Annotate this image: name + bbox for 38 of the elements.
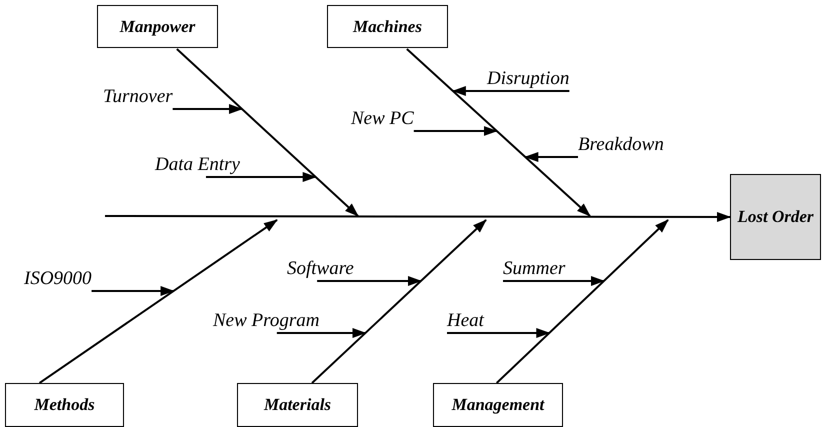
arrow [496, 219, 669, 384]
category-label: Machines [353, 16, 422, 36]
arrow [317, 276, 422, 286]
category-label: Management [452, 395, 544, 415]
effect-label: Lost Order [737, 207, 814, 227]
category-box [237, 383, 358, 427]
category-label: Methods [34, 395, 95, 415]
category-label: Materials [264, 395, 332, 415]
arrow [406, 48, 591, 217]
cause-label: Breakdown [578, 134, 664, 156]
arrow [206, 172, 317, 182]
arrow [92, 286, 175, 296]
arrow [447, 328, 550, 338]
cause-label: New Program [213, 310, 320, 332]
category-box [97, 5, 218, 48]
arrow [38, 219, 278, 384]
arrow [524, 152, 578, 162]
arrow [452, 86, 570, 96]
arrow [414, 126, 498, 136]
arrow [176, 48, 359, 217]
cause-label: Turnover [103, 86, 173, 108]
cause-label: New PC [351, 108, 414, 130]
spine-arrow [105, 212, 731, 222]
category-label: Manpower [120, 16, 196, 36]
cause-label: Heat [447, 310, 484, 332]
cause-label: Disruption [487, 68, 570, 90]
cause-label: Summer [503, 258, 566, 280]
cause-label: ISO9000 [24, 268, 92, 290]
cause-label: Software [287, 258, 354, 280]
category-box [5, 383, 124, 427]
arrow [311, 219, 487, 384]
cause-label: Data Entry [155, 154, 240, 176]
arrow [276, 328, 366, 338]
effect-box [730, 174, 821, 260]
arrow [503, 276, 605, 286]
category-box [433, 383, 563, 427]
category-box [327, 5, 448, 48]
arrow [172, 104, 243, 114]
